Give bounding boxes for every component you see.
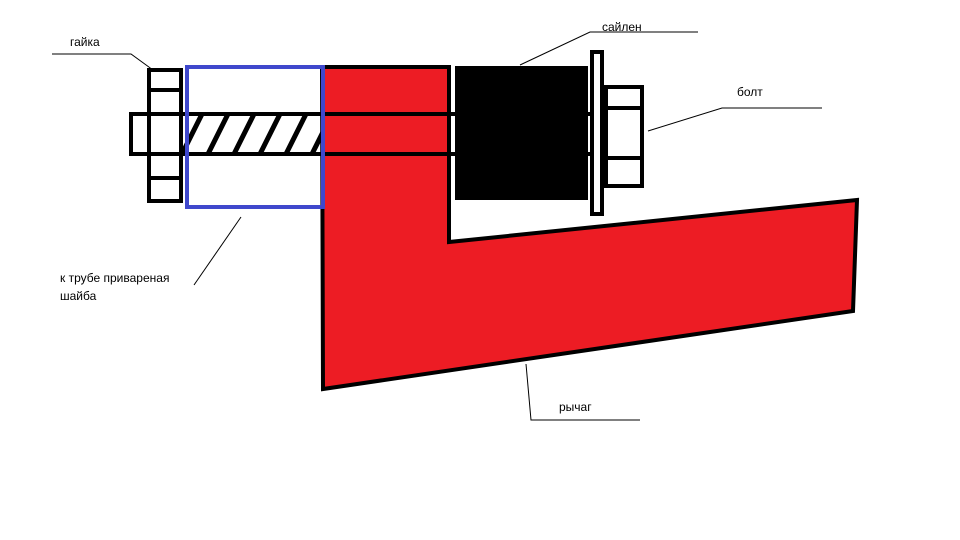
thread-hatching [182,114,322,154]
left-nut [147,68,183,203]
leader-lines [52,31,822,421]
lever-label: рычаг [559,400,592,414]
lever-shape [319,65,860,392]
nut-label: гайка [70,35,100,49]
bolt-label: болт [737,85,763,99]
bolt-washer-shape [590,50,604,216]
bolt-head [604,85,644,188]
silentblock-shape [455,66,588,200]
washer-label-line2: шайба [60,289,97,303]
washer-label-line1: к трубе привареная [60,271,169,285]
silentblock-label: сайлен [602,20,642,34]
welded-washer-shape [185,65,325,209]
